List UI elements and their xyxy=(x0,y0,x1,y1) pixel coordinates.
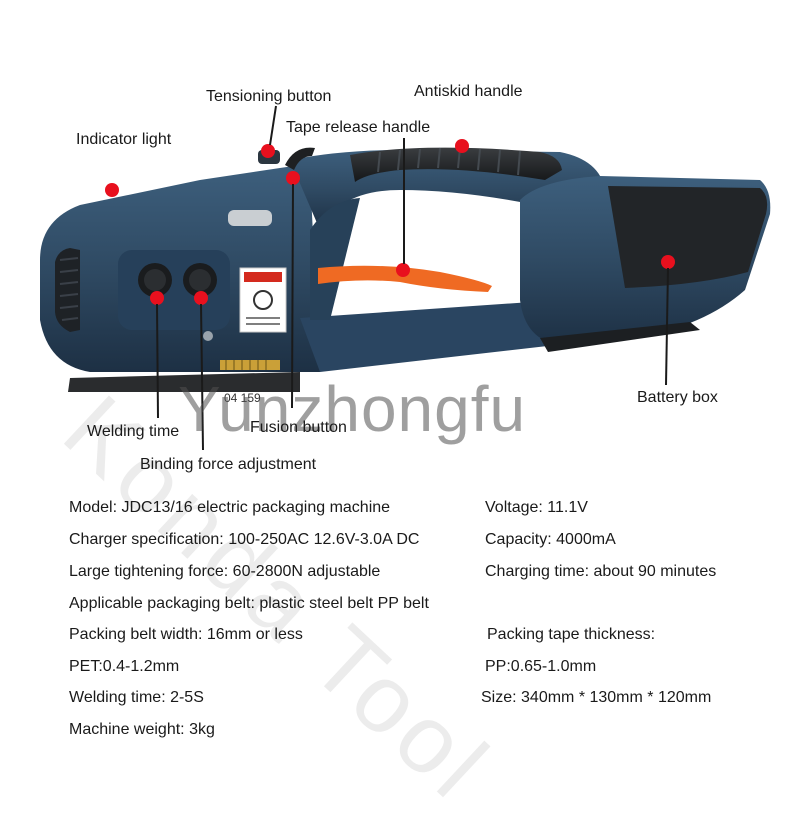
spec-welding-time: Welding time: 2-5S xyxy=(69,689,204,706)
marker-binding-force xyxy=(194,291,208,305)
spec-model: Model: JDC13/16 electric packaging machi… xyxy=(69,499,391,516)
spec-tape-thickness: Packing tape thickness: xyxy=(487,626,656,643)
label-antiskid-handle: Antiskid handle xyxy=(414,83,523,100)
spec-charger: Charger specification: 100-250AC 12.6V-3… xyxy=(69,531,420,548)
fusion-lever-top xyxy=(285,147,315,170)
spec-weight: Machine weight: 3kg xyxy=(69,721,215,738)
battery-vent xyxy=(540,322,700,352)
label-tape-release-handle: Tape release handle xyxy=(286,119,431,136)
marker-battery-box xyxy=(661,255,675,269)
label-indicator-light: Indicator light xyxy=(76,131,172,148)
marker-tape-release xyxy=(286,171,300,185)
label-fusion-button: Fusion button xyxy=(250,419,347,436)
marker-welding-time xyxy=(150,291,164,305)
marker-lever xyxy=(396,263,410,277)
marker-indicator-light xyxy=(105,183,119,197)
label-battery-box: Battery box xyxy=(637,389,718,406)
brand-watermark: Yunzhongfu xyxy=(178,373,527,445)
spec-belt: Applicable packaging belt: plastic steel… xyxy=(69,595,429,612)
spec-voltage: Voltage: 11.1V xyxy=(485,499,588,516)
side-vent xyxy=(55,248,80,332)
product-infographic: Konda Tool xyxy=(40,83,771,821)
base-plate xyxy=(68,372,300,392)
spec-belt-width: Packing belt width: 16mm or less xyxy=(69,626,303,643)
label-binding-force-adjustment: Binding force adjustment xyxy=(140,456,317,473)
housing-screw xyxy=(203,331,213,341)
spec-charging-time: Charging time: about 90 minutes xyxy=(485,563,717,580)
tape-release-lever xyxy=(318,265,492,292)
spec-size: Size: 340mm * 130mm * 120mm xyxy=(481,689,712,706)
top-badge xyxy=(228,210,272,226)
battery-cover xyxy=(608,186,768,288)
label-tensioning-button: Tensioning button xyxy=(206,88,332,105)
spec-pet: PET:0.4-1.2mm xyxy=(69,658,180,675)
strapping-machine-illustration: 04 159 xyxy=(40,105,771,451)
spec-force: Large tightening force: 60-2800N adjusta… xyxy=(69,563,381,580)
label-welding-time: Welding time xyxy=(87,423,180,440)
marker-antiskid-handle xyxy=(455,139,469,153)
spec-capacity: Capacity: 4000mA xyxy=(485,531,616,548)
spec-pp: PP:0.65-1.0mm xyxy=(485,658,597,675)
marker-tensioning-button xyxy=(261,144,275,158)
serial-counter: 04 159 xyxy=(224,391,261,405)
